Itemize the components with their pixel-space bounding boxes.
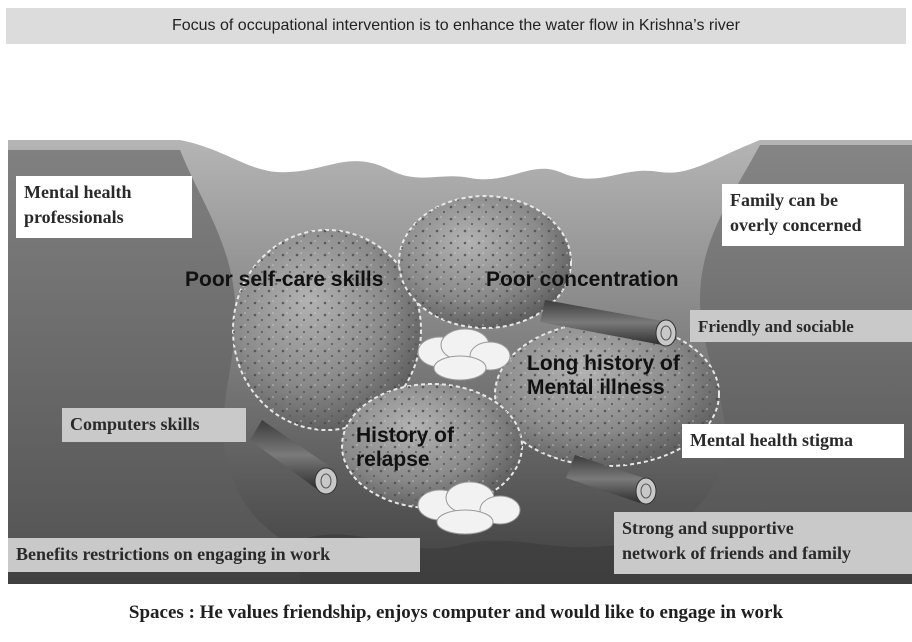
rock-label-line: History of (356, 424, 496, 448)
label-family-overly-concerned: Family can be overly concerned (722, 184, 904, 246)
label-line: overly concerned (730, 213, 896, 238)
label-line: Strong and supportive (622, 516, 904, 541)
label-mental-health-professionals: Mental health professionals (16, 176, 192, 238)
spaces-footer: Spaces : He values friendship, enjoys co… (8, 591, 904, 635)
rock-label-line: Mental illness (527, 376, 727, 400)
label-benefits-restrictions: Benefits restrictions on engaging in wor… (8, 538, 420, 572)
label-mental-health-stigma: Mental health stigma (682, 424, 904, 458)
label-line: Mental health (24, 180, 184, 205)
diagram-title: Focus of occupational intervention is to… (6, 8, 906, 44)
label-supportive-network: Strong and supportive network of friends… (614, 512, 912, 574)
label-line: professionals (24, 205, 184, 230)
rock-label-long-history: Long history of Mental illness (527, 352, 727, 400)
label-computers-skills: Computers skills (62, 408, 246, 442)
rock-label-history-relapse: History of relapse (356, 424, 496, 472)
rock-label-line: Long history of (527, 352, 727, 376)
label-line: Family can be (730, 188, 896, 213)
rock-label-poor-self-care: Poor self-care skills (185, 268, 383, 292)
label-line: network of friends and family (622, 541, 904, 566)
rock-label-poor-concentration: Poor concentration (486, 268, 679, 292)
label-friendly-sociable: Friendly and sociable (690, 310, 912, 342)
rock-label-line: relapse (356, 448, 496, 472)
